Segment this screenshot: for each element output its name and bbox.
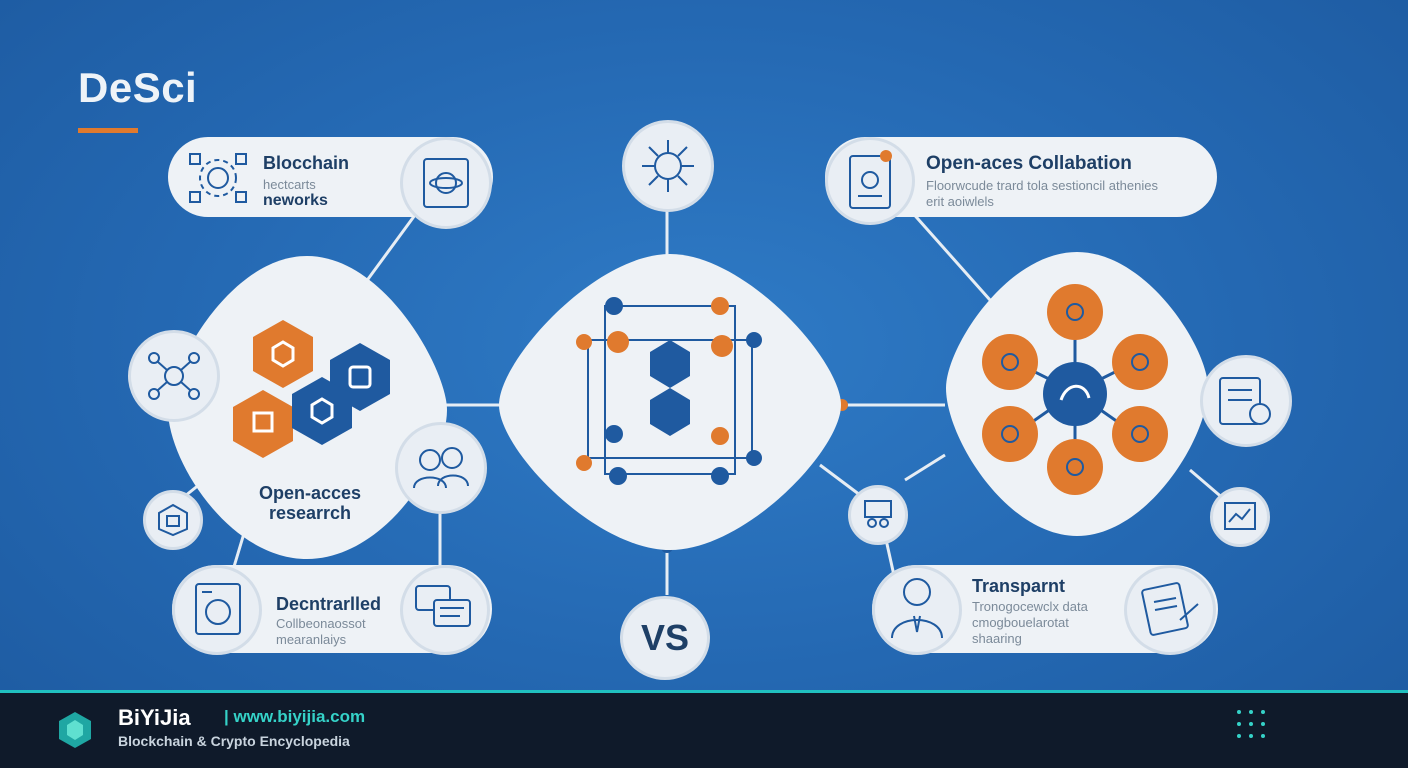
decentralized-line1: Collbeonaossot: [276, 616, 366, 631]
certificate-icon: [849, 150, 892, 209]
people-node-circle: [395, 422, 487, 514]
footer-bar: [0, 690, 1408, 768]
decentralized-title: Decntrarlled: [276, 594, 382, 614]
network-node-circle: [128, 330, 220, 422]
brand-url-link[interactable]: | www.biyijia.com: [224, 707, 366, 726]
open-access-research-line1: Open-acces: [258, 483, 362, 503]
person-icon: [891, 578, 943, 639]
team-icon: [413, 447, 469, 489]
collaboration-icon-circle: [825, 137, 915, 225]
lab-node-circle: [143, 490, 203, 550]
decentralized-icon-circle: [172, 565, 262, 655]
collaboration-title: Open-aces Collabation: [926, 153, 1132, 174]
chat-icon-circle: [400, 565, 490, 655]
dots-grid-icon: [1237, 710, 1265, 738]
meeting-icon: [864, 500, 892, 528]
network-gear-icon: [189, 153, 247, 203]
collaboration-line2: erit aoiwlels: [926, 194, 994, 209]
signed-document-icon: [1141, 582, 1199, 636]
transparent-line2: cmogbouelarotat: [972, 615, 1069, 630]
biyijia-logo-icon: [59, 712, 91, 748]
collaboration-network-icon: [982, 284, 1168, 495]
blockchain-grid-icon: [576, 297, 762, 485]
blockchain-line2: neworks: [263, 192, 328, 209]
washing-device-icon: [195, 583, 241, 635]
report-node-circle: [1200, 355, 1292, 447]
blockchain-line1: hectcarts: [263, 177, 316, 192]
molecule-icon: [642, 140, 694, 192]
transparent-line1: Tronogocewclx data: [972, 599, 1088, 614]
brand-tagline: Blockchain & Crypto Encyclopedia: [118, 733, 350, 749]
vs-label: VS: [640, 617, 690, 658]
vs-circle: [620, 596, 710, 680]
chart-icon: [1224, 502, 1256, 530]
team-small-node-circle: [848, 485, 908, 545]
network-hub-icon: [148, 352, 200, 400]
transparent-title: Transparnt: [972, 576, 1066, 596]
open-access-research-line2: researrch: [268, 503, 352, 523]
collaboration-line1: Floorwcude trard tola sestioncil athenie…: [926, 178, 1158, 193]
document-atom-icon: [423, 158, 469, 208]
title-underline: [78, 128, 138, 133]
person-icon-circle: [872, 565, 962, 655]
blockchain-title: Blocchain: [263, 153, 350, 173]
page-title: DeSci: [78, 64, 198, 111]
lab-icon: [158, 503, 188, 537]
decentralized-line2: mearanlaiys: [276, 632, 347, 647]
document-icon-circle: [1124, 565, 1216, 655]
report-icon: [1219, 377, 1271, 425]
chat-bubbles-icon: [415, 585, 471, 627]
virus-node-circle: [622, 120, 714, 212]
transparent-line3: shaaring: [972, 631, 1022, 646]
blockchain-icon-circle: [400, 137, 492, 229]
brand-name: BiYiJia: [118, 705, 191, 730]
hexagon-cluster-icon: [233, 320, 390, 458]
